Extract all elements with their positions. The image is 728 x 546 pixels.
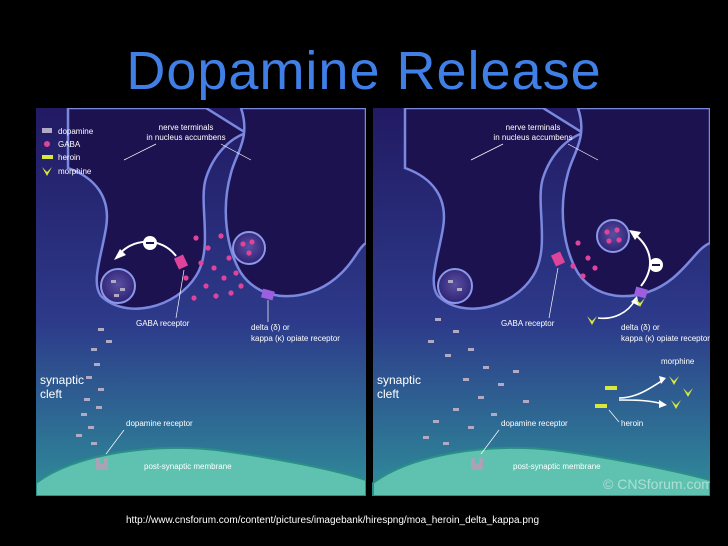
left-cleft-label: cleft [40, 387, 63, 401]
source-url: http://www.cnsforum.com/content/pictures… [126, 515, 540, 526]
right-gaba-receptor [550, 251, 566, 267]
right-cleft-label: cleft [377, 387, 400, 401]
left-dopamine-leader [105, 429, 125, 455]
right-neuron-terminal-1 [403, 108, 586, 310]
left-arrow-head [114, 249, 126, 260]
right-post-membrane-label: post-synaptic membrane [513, 462, 601, 471]
right-heroin-leader [608, 409, 620, 423]
legend-morphine: morphine [58, 167, 92, 176]
right-nerve-terminals-label: nerve terminals [506, 123, 561, 132]
right-synaptic-label: synaptic [377, 373, 421, 387]
right-gaba-leader [548, 267, 559, 319]
left-neuron-terminal-1 [66, 108, 249, 310]
diagram-panels: dopamine GABA heroin morphine nerve term… [36, 108, 710, 496]
right-dopamine-molecules [423, 280, 529, 445]
right-dopamine-receptor-label: dopamine receptor [501, 419, 568, 428]
right-morphine-molecule-bound [635, 298, 645, 307]
left-dopamine-vesicle [100, 268, 136, 304]
legend-dopamine: dopamine [58, 127, 94, 136]
right-conversion-arrow-2-head [659, 400, 667, 408]
left-post-synaptic-membrane [36, 446, 367, 496]
right-morphine-label: morphine [661, 357, 695, 366]
right-dopamine-receptor [471, 458, 483, 470]
left-panel: dopamine GABA heroin morphine nerve term… [36, 108, 368, 496]
right-gaba-receptor-label: GABA receptor [501, 319, 555, 328]
legend: dopamine GABA heroin morphine [42, 127, 94, 176]
right-conversion-arrow-1-head [659, 376, 666, 384]
slide-title: Dopamine Release [126, 41, 602, 101]
legend-heroin: heroin [58, 153, 80, 162]
right-gaba-vesicle [596, 219, 630, 253]
right-gaba-molecules [570, 240, 598, 279]
right-heroin-molecule-1 [605, 386, 617, 390]
right-neuron-terminal-2 [561, 108, 710, 298]
left-leader-line-2 [220, 143, 252, 161]
left-vesicle-gaba-dots [240, 239, 255, 256]
left-dopamine-molecules [76, 280, 125, 445]
right-minus-sign [652, 264, 660, 266]
right-binding-arrow-head [631, 296, 639, 306]
right-morphine-molecule-2 [669, 376, 679, 385]
left-minus-sign [146, 242, 154, 244]
right-dopamine-vesicle [437, 268, 473, 304]
left-neuron-terminal-2 [224, 108, 368, 298]
legend-gaba: GABA [58, 140, 81, 149]
left-nerve-terminals-sublabel: in nucleus accumbens [146, 133, 225, 142]
right-heroin-label: heroin [621, 419, 643, 428]
left-gaba-vesicle [232, 231, 266, 265]
left-gaba-receptor [173, 254, 189, 270]
left-leader-line-1 [123, 143, 157, 161]
legend-gaba-swatch [44, 141, 50, 147]
right-post-synaptic-membrane [372, 446, 710, 496]
right-leader-line-1 [470, 143, 504, 161]
right-panel: nerve terminals in nucleus accumbens GAB… [372, 108, 710, 496]
left-synaptic-label: synaptic [40, 373, 84, 387]
right-nerve-terminals-sublabel: in nucleus accumbens [493, 133, 572, 142]
right-delta-label: delta (δ) or [621, 323, 660, 332]
left-gaba-receptor-label: GABA receptor [136, 319, 190, 328]
right-vesicle-gaba-dots [604, 227, 622, 244]
right-heroin-molecule-2 [595, 404, 607, 408]
left-dopamine-receptor [96, 458, 108, 470]
legend-heroin-swatch [42, 155, 53, 159]
left-delta-label: delta (δ) or [251, 323, 290, 332]
right-morphine-molecule-4 [671, 400, 681, 409]
left-opiate-receptor [260, 288, 275, 301]
left-gaba-leader [175, 269, 185, 319]
right-dopamine-leader [480, 429, 500, 455]
right-inhibition-arrow [632, 232, 652, 287]
right-morphine-molecule-3 [683, 388, 693, 397]
left-nerve-terminals-label: nerve terminals [159, 123, 214, 132]
right-conversion-arrow-1 [618, 379, 664, 399]
left-dopamine-receptor-label: dopamine receptor [126, 419, 193, 428]
panel-divider [366, 108, 372, 496]
right-leader-line-2 [567, 143, 599, 161]
right-kappa-label: kappa (κ) opiate receptor [621, 334, 710, 343]
right-binding-arrow [597, 299, 636, 320]
left-kappa-label: kappa (κ) opiate receptor [251, 334, 340, 343]
right-arrow-head [629, 230, 641, 240]
right-morphine-molecule-1 [587, 316, 597, 325]
legend-dopamine-swatch [42, 128, 52, 133]
left-post-membrane-label: post-synaptic membrane [144, 462, 232, 471]
left-gaba-molecules [183, 233, 244, 301]
right-opiate-receptor [633, 286, 648, 299]
legend-morphine-swatch [42, 167, 52, 176]
watermark: © CNSforum.com [603, 476, 710, 492]
